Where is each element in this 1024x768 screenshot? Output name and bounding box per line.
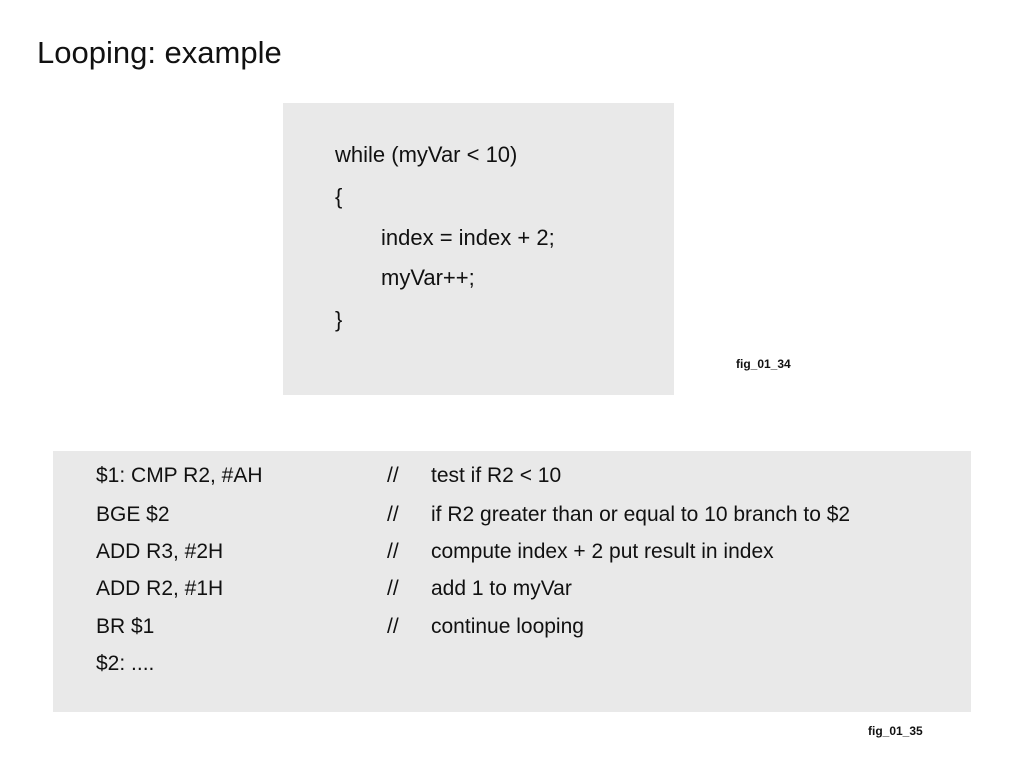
code-line-open-brace: {	[335, 184, 343, 209]
assembly-comment: compute index + 2 put result in index	[431, 540, 774, 563]
assembly-row: BR $1 // continue looping	[53, 612, 971, 642]
assembly-instruction: $1: CMP R2, #AH	[96, 464, 263, 487]
comment-marker: //	[387, 540, 399, 563]
code-line-index-increment: index = index + 2;	[381, 225, 555, 250]
assembly-instruction: BGE $2	[96, 503, 170, 526]
assembly-instruction: ADD R3, #2H	[96, 540, 224, 563]
comment-marker: //	[387, 615, 399, 638]
assembly-row: $1: CMP R2, #AH // test if R2 < 10	[53, 461, 971, 491]
code-line-myvar-increment: myVar++;	[381, 265, 475, 290]
figure-label-assembly: fig_01_35	[868, 724, 923, 738]
code-line-close-brace: }	[335, 307, 343, 332]
assembly-code-block: $1: CMP R2, #AH // test if R2 < 10 BGE $…	[53, 451, 971, 712]
c-code-block: while (myVar < 10) { index = index + 2; …	[283, 103, 674, 395]
assembly-instruction: $2: ....	[96, 652, 155, 675]
assembly-instruction: BR $1	[96, 615, 155, 638]
assembly-row: ADD R2, #1H // add 1 to myVar	[53, 574, 971, 604]
assembly-comment: test if R2 < 10	[431, 464, 562, 487]
assembly-row: ADD R3, #2H // compute index + 2 put res…	[53, 537, 971, 567]
comment-marker: //	[387, 464, 399, 487]
comment-marker: //	[387, 503, 399, 526]
assembly-row: BGE $2 // if R2 greater than or equal to…	[53, 500, 971, 530]
assembly-instruction: ADD R2, #1H	[96, 577, 224, 600]
assembly-comment: add 1 to myVar	[431, 577, 572, 600]
slide-title: Looping: example	[37, 35, 282, 70]
code-line-while: while (myVar < 10)	[335, 142, 518, 167]
figure-label-c-code: fig_01_34	[736, 357, 791, 371]
comment-marker: //	[387, 577, 399, 600]
assembly-comment: if R2 greater than or equal to 10 branch…	[431, 503, 851, 526]
assembly-row: $2: ....	[53, 649, 971, 679]
assembly-comment: continue looping	[431, 615, 584, 638]
